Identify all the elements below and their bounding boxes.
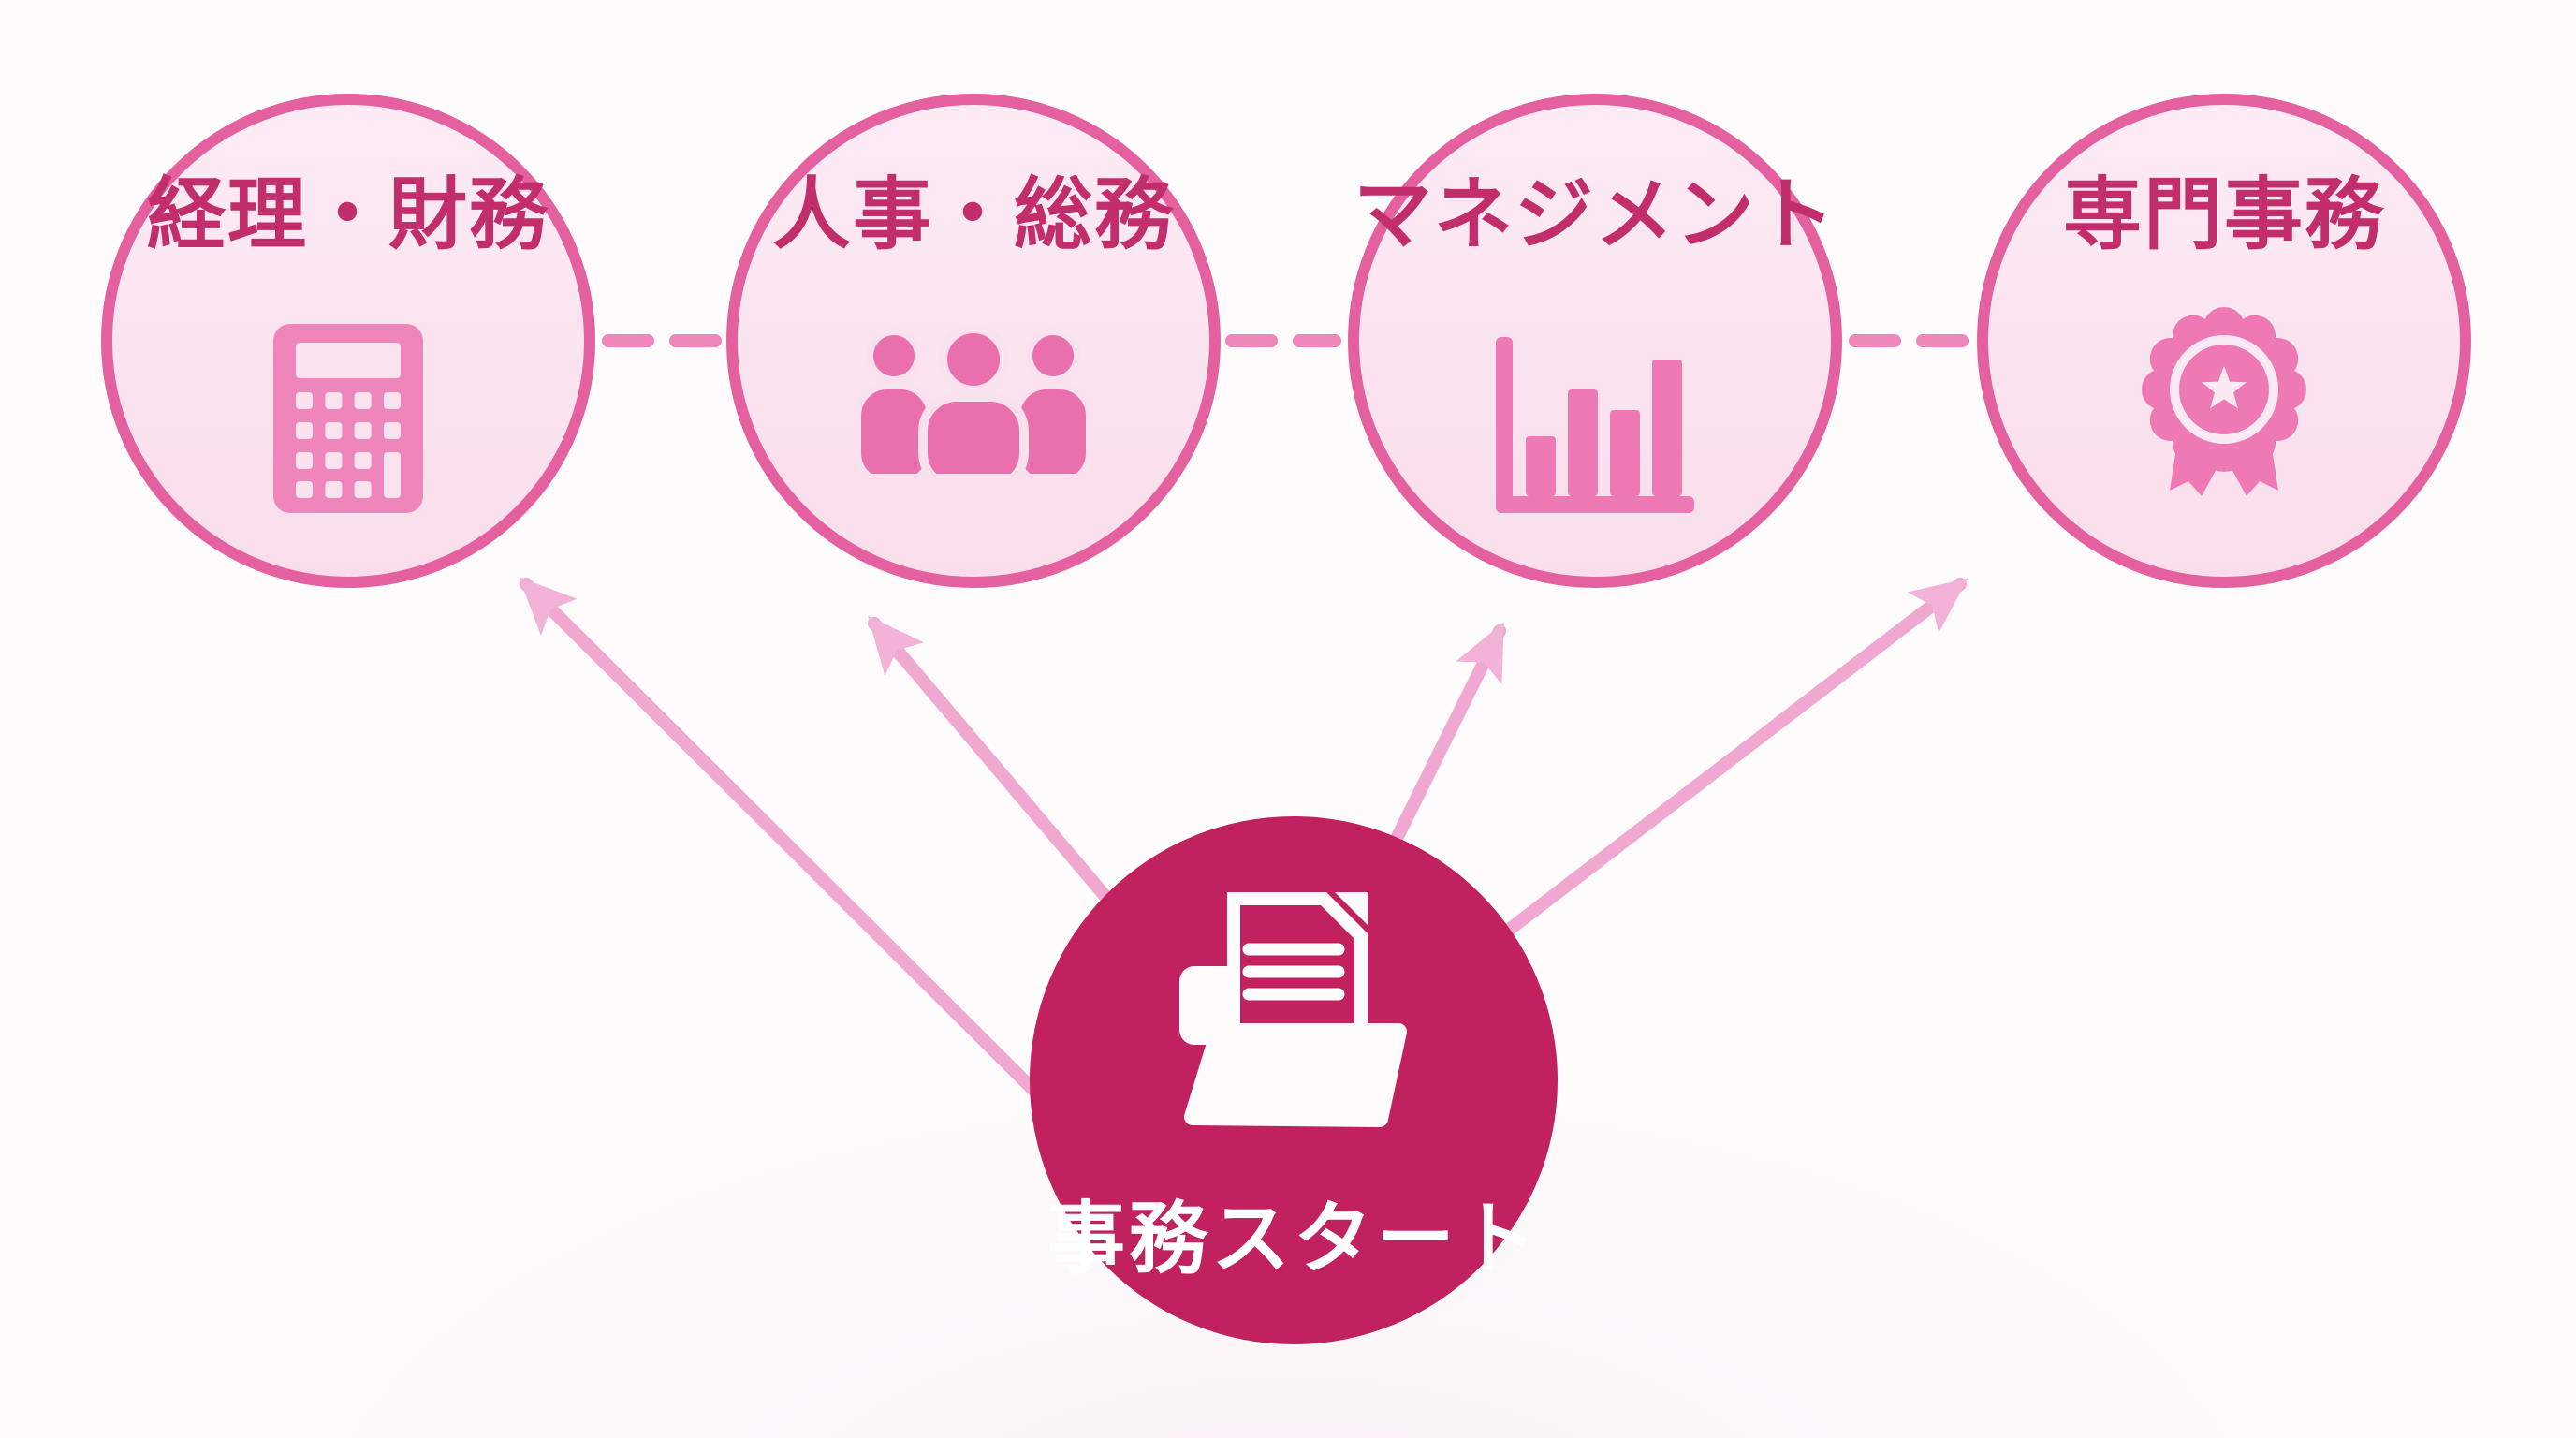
center-node-label: 事務スタート — [1046, 1193, 1542, 1284]
node-label-management: マネジメント — [1353, 169, 1837, 260]
node-jinji-soumu: 人事・総務 — [726, 94, 1221, 588]
arrow-to-keiri-zaimu — [519, 577, 1092, 1149]
medal-icon — [2142, 307, 2306, 496]
bar-chart-icon — [1496, 337, 1694, 513]
calculator-icon — [273, 324, 423, 513]
people-icon — [854, 328, 1093, 474]
arrow-to-senmon-jimu — [1482, 578, 1969, 952]
arrow-to-jinji-soumu — [868, 615, 1130, 924]
node-label-keiri-zaimu: 経理・財務 — [146, 169, 550, 260]
node-label-senmon-jimu: 専門事務 — [2062, 169, 2386, 260]
node-management: マネジメント — [1348, 94, 1842, 588]
node-jimu-start: 事務スタート — [1030, 816, 1558, 1344]
node-senmon-jimu: 専門事務 — [1977, 94, 2471, 588]
node-keiri-zaimu: 経理・財務 — [101, 94, 595, 588]
folder-document-icon — [1179, 892, 1407, 1127]
node-label-jinji-soumu: 人事・総務 — [771, 169, 1176, 260]
